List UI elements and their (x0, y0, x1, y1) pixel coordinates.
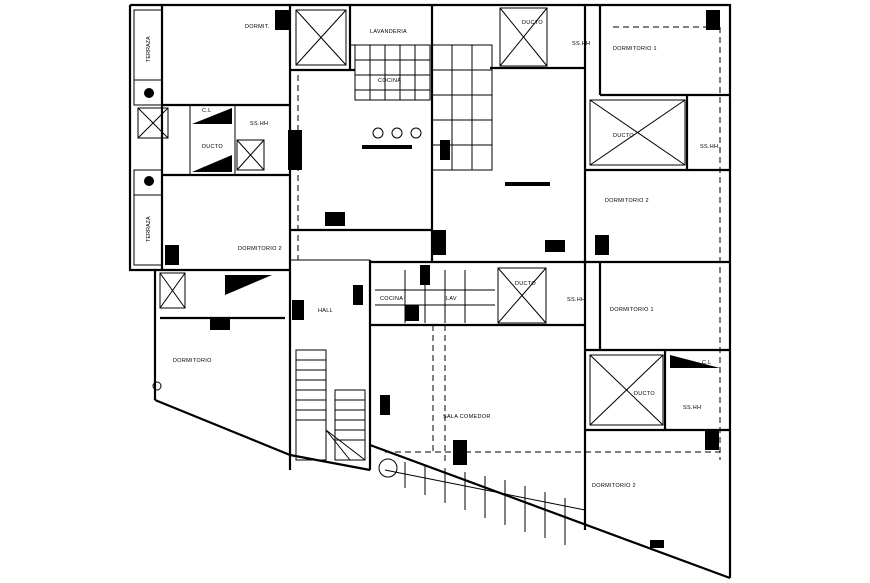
label-ssh-top: SS.HH (572, 41, 590, 47)
label-ducto-left: DUCTO (202, 144, 223, 150)
label-dormitorio-2-bottom: DORMITORIO 2 (592, 483, 636, 489)
label-cocina-1: COCINA (378, 78, 401, 84)
label-cl-2: C.L (202, 167, 211, 173)
label-dormitorio-2-left: DORMITORIO 2 (238, 246, 282, 252)
label-terraza-bottom: TERRAZA (146, 216, 152, 242)
label-dormitorio-1-mid: DORMITORIO 1 (610, 307, 654, 313)
label-dormitorio-2-right: DORMITORIO 2 (605, 198, 649, 204)
furniture (165, 10, 720, 548)
label-dormitorio-1-top: DORMITORIO 1 (613, 46, 657, 52)
label-dormitorio-bottom-left: DORMITORIO (173, 358, 212, 364)
column-marker (152, 381, 162, 391)
label-ducto-bottom: DUCTO (634, 391, 655, 397)
label-ducto-right: DUCTO (613, 133, 634, 139)
walls (128, 3, 732, 580)
label-ssh-mid: SS.HH (567, 297, 585, 303)
label-ssh-bottom: SS.HH (683, 405, 701, 411)
label-cl-3: C.L (702, 360, 711, 366)
label-cocina-2: COCINA (380, 296, 403, 302)
label-lav-2: LAV (446, 296, 457, 302)
label-cl-1: C.L (202, 108, 211, 114)
label-ducto-mid: DUCTO (515, 281, 536, 287)
room-labels: TERRAZA TERRAZA DORMIT. C.L C.L DUCTO SS… (146, 20, 718, 489)
label-ssh-left: SS.HH (250, 121, 268, 127)
label-terraza-top: TERRAZA (146, 36, 152, 62)
label-ducto-top: DUCTO (522, 20, 543, 26)
label-sala-comedor: SALA COMEDOR (443, 414, 491, 420)
label-dormitorio-top-left: DORMIT. (245, 24, 270, 30)
label-ssh-right: SS.HH (700, 144, 718, 150)
staircase (295, 349, 366, 461)
terrace-strip (384, 462, 586, 545)
kitchen-tiles-1 (354, 44, 493, 171)
label-lavanderia-1: LAVANDERIA (370, 29, 407, 35)
label-hall: HALL (318, 308, 333, 314)
